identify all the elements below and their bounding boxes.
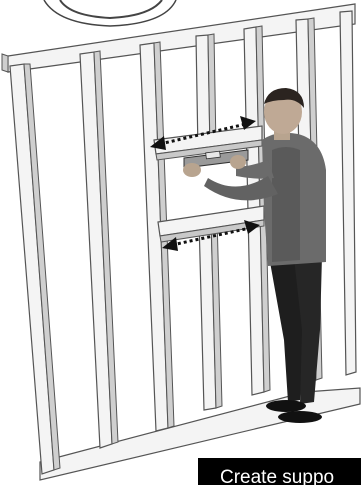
caption-banner: Create suppo xyxy=(198,458,361,485)
stud-4-lower xyxy=(199,217,222,410)
stud-1 xyxy=(10,64,60,474)
stud-2 xyxy=(80,51,118,448)
stud-7 xyxy=(340,11,356,375)
cropped-circle-outline xyxy=(44,0,176,26)
